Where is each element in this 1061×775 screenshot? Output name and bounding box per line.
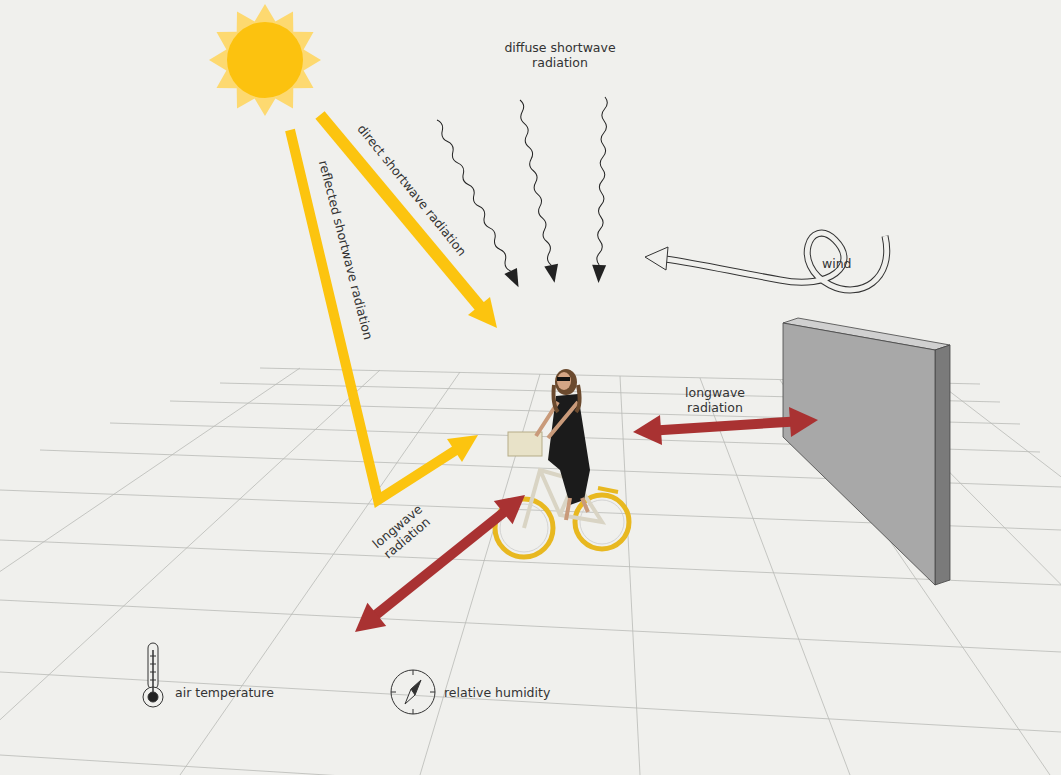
arrow-label: direct shortwave radiation bbox=[354, 121, 469, 258]
thermometer-icon bbox=[143, 643, 163, 707]
sun bbox=[227, 22, 303, 98]
arrow-label: reflected shortwave radiation bbox=[316, 159, 376, 341]
legend-text: relative humidity bbox=[444, 685, 550, 700]
wall bbox=[783, 318, 950, 585]
arrow-label: diffuse shortwave radiation bbox=[493, 40, 628, 70]
hygrometer-icon bbox=[391, 670, 435, 714]
cyclist bbox=[495, 369, 629, 557]
legend-text: air temperature bbox=[175, 685, 274, 700]
sun-rays bbox=[209, 4, 321, 116]
longwave-arrow-ground bbox=[355, 495, 525, 632]
diffuse-radiation-squiggles bbox=[431, 97, 612, 290]
arrow-label: wind bbox=[822, 256, 852, 271]
wind-arrow bbox=[645, 233, 887, 290]
reflected-shortwave-arrow bbox=[290, 130, 478, 500]
arrow-label: longwave radiation bbox=[675, 385, 755, 415]
